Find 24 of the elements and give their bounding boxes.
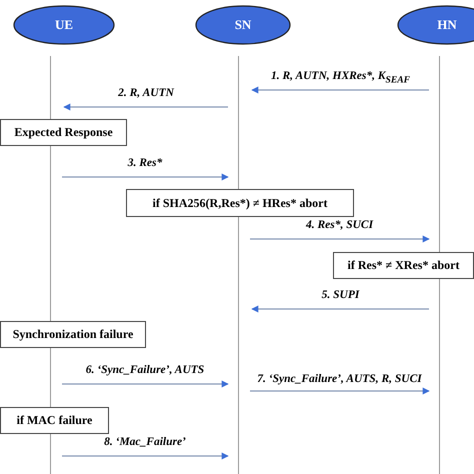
message-arrow — [62, 452, 229, 460]
message-arrow — [250, 388, 430, 394]
note-box: if SHA256(R,Res*) ≠ HRes* abort — [126, 189, 354, 217]
participant-name: UE — [54, 16, 74, 34]
message-label: 5. SUPI — [320, 289, 362, 301]
message-arrow — [250, 236, 430, 242]
message-arrow — [251, 306, 429, 312]
message-label: 3. Res* — [126, 157, 164, 169]
message-arrow — [251, 86, 429, 94]
message-label: 7. ‘Sync_Failure’, AUTS, R, SUCI — [255, 373, 424, 385]
message-label: 6. ‘Sync_Failure’, AUTS — [84, 364, 206, 376]
message-label: 8. ‘Mac_Failure’ — [102, 436, 188, 448]
message-arrow — [62, 174, 229, 180]
message-label: 2. R, AUTN — [116, 87, 176, 99]
note-box: Expected Response — [0, 119, 127, 146]
message-arrow — [62, 380, 229, 388]
note-box: Synchronization failure — [0, 321, 146, 348]
participant-name: SN — [234, 16, 252, 34]
note-box: if Res* ≠ XRes* abort — [333, 252, 474, 279]
message-label: 4. Res*, SUCI — [304, 219, 376, 231]
participant-name: HN — [437, 16, 457, 34]
message-arrow — [63, 104, 228, 110]
note-box: if MAC failure — [0, 407, 109, 434]
message-label: 1. R, AUTN, HXRes*, K$_{SEAF}$ — [268, 70, 412, 86]
